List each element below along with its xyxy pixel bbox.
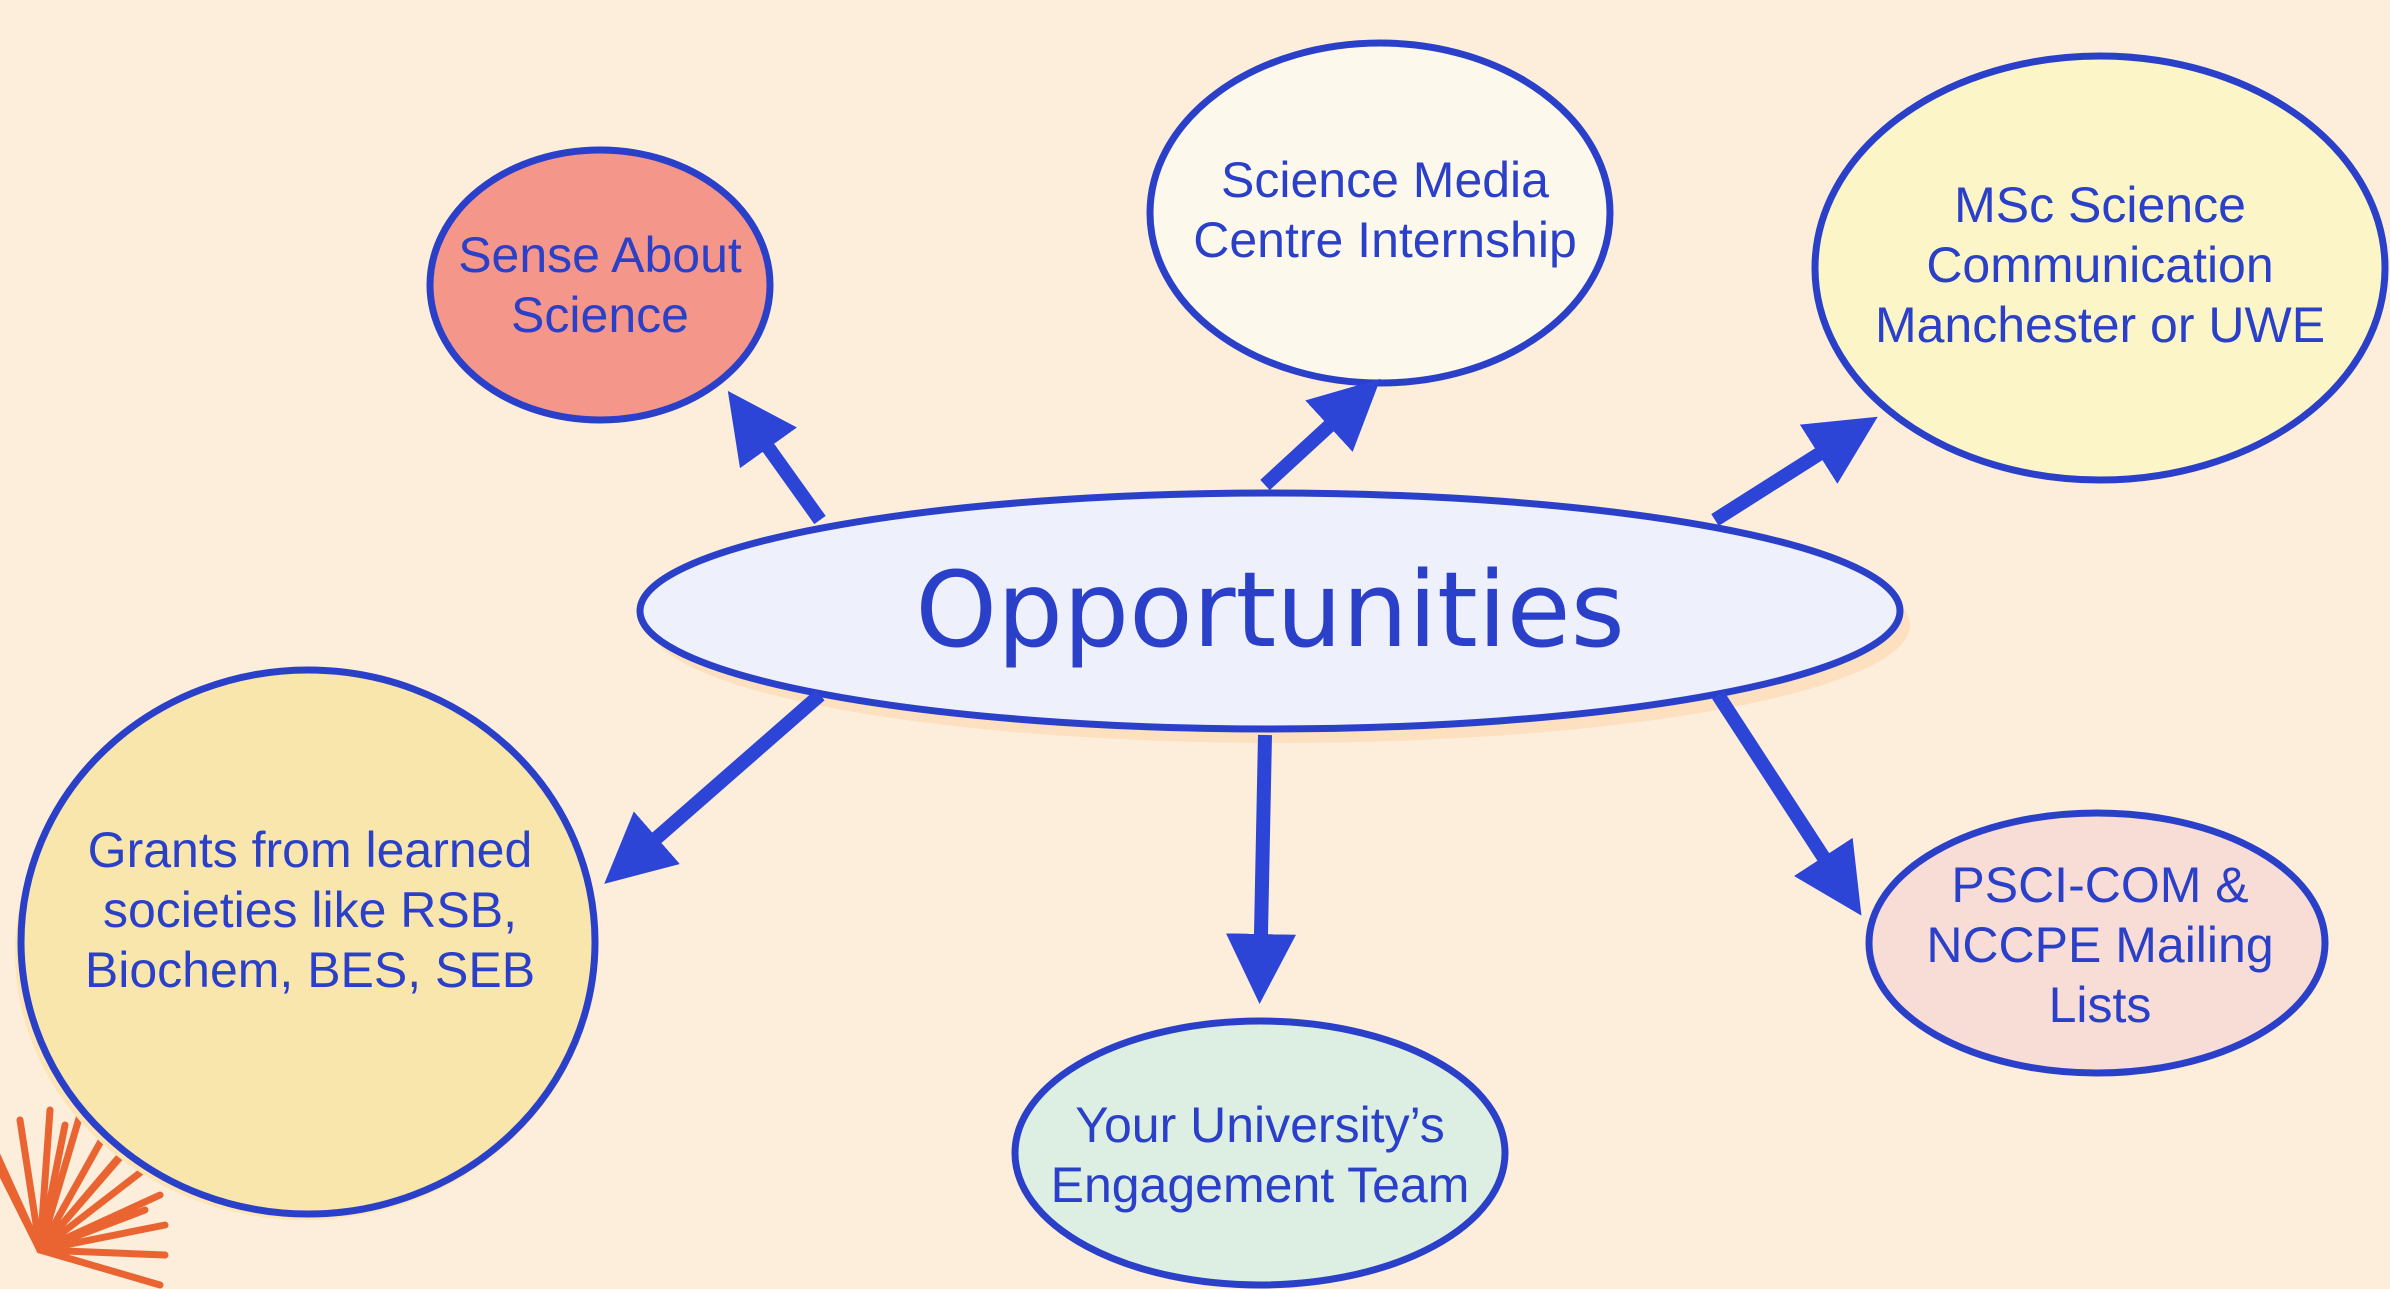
arrow-to-grants <box>604 689 825 884</box>
arrow-to-msc <box>1711 416 1878 526</box>
msc-science-communication-node <box>1811 52 2389 484</box>
psci-com-label: PSCI-COM & NCCPE Mailing Lists <box>1926 857 2274 1033</box>
psci-com-node <box>1865 809 2329 1077</box>
sense-about-science-node <box>426 146 774 424</box>
arrow-to-university <box>1225 734 1296 1004</box>
sense-about-science-label: Sense About Science <box>458 227 742 343</box>
center-ellipse <box>636 489 1904 733</box>
arrow-to-psci <box>1712 691 1862 916</box>
grants-node <box>17 666 599 1218</box>
msc-science-communication-label: MSc Science Communication Manchester or … <box>1874 177 2326 353</box>
university-engagement-node <box>1011 1017 1509 1289</box>
center-title: Opportunities <box>915 548 1625 671</box>
starburst-decoration <box>0 1106 169 1289</box>
science-media-centre-label: Science Media Centre Internship <box>1193 152 1577 268</box>
grants-label: Grants from learned societies like RSB, … <box>84 822 536 998</box>
university-engagement-label: Your University’s Engagement Team <box>1050 1097 1470 1213</box>
arrow-to-smc <box>1260 378 1381 491</box>
arrow-to-sense <box>727 390 826 525</box>
